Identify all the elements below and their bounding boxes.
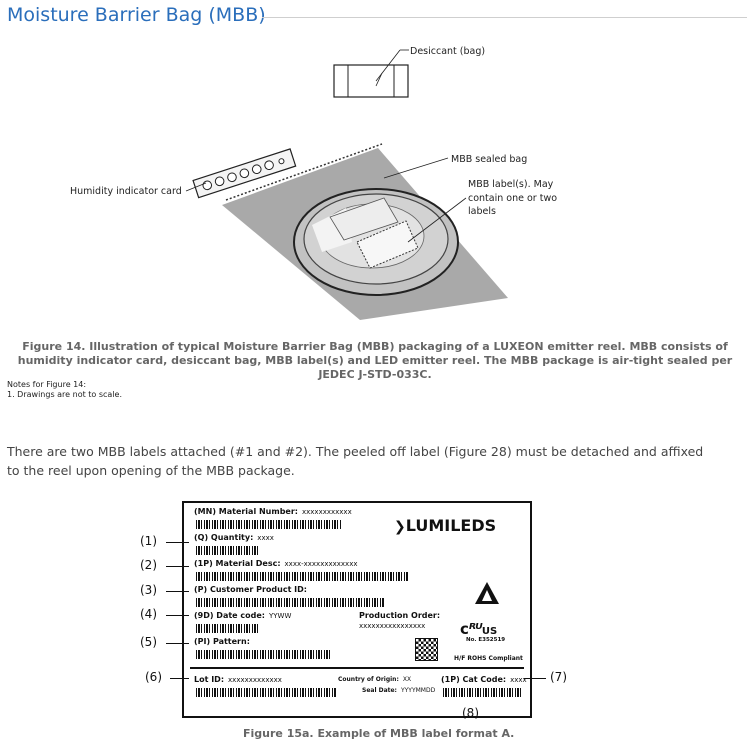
field-seal-date: Seal Date:YYYYMMDD [362, 687, 436, 694]
field-date-code: (9D) Date code:YYWW [194, 611, 292, 620]
field-pattern: (PI) Pattern: [194, 637, 250, 646]
barcode-quantity [196, 546, 258, 555]
callout-humidity-card: Humidity indicator card [70, 186, 182, 197]
barcode-material-number [196, 520, 342, 529]
field-material-desc: (1P) Material Desc:xxxx-xxxxxxxxxxxxx [194, 559, 358, 568]
leader-6 [170, 678, 189, 679]
callout-8: (8) [462, 706, 479, 720]
brand-swoosh-icon: ❯ [394, 519, 406, 535]
page-title: Moisture Barrier Bag (MBB) [7, 4, 266, 26]
title-rule [262, 17, 747, 18]
label-divider [190, 667, 524, 669]
field-country-origin: Country of Origin:XX [338, 676, 412, 683]
callout-sealed-bag: MBB sealed bag [451, 154, 527, 165]
callout-3: (3) [140, 583, 157, 597]
leader-2 [166, 566, 189, 567]
barcode-pattern [196, 650, 332, 659]
callout-1: (1) [140, 534, 157, 548]
leader-1 [166, 542, 189, 543]
barcode-customer-product-id [196, 598, 384, 607]
brand-logo: ❯LUMILEDS [394, 516, 497, 535]
notes-item: 1. Drawings are not to scale. [7, 390, 123, 399]
body-paragraph: There are two MBB labels attached (#1 an… [7, 444, 704, 478]
mbb-label-box: (MN) Material Number:xxxxxxxxxxxx (Q) Qu… [182, 501, 532, 718]
barcode-material-desc [196, 572, 408, 581]
ul-logo-icon: ᴿᵁ [468, 620, 483, 638]
barcode-lot-id [196, 688, 336, 697]
callout-labels-line3: labels [468, 206, 496, 217]
figure-15a-label: (MN) Material Number:xxxxxxxxxxxx (Q) Qu… [140, 496, 600, 720]
callout-2: (2) [140, 558, 157, 572]
field-material-number: (MN) Material Number:xxxxxxxxxxxx [194, 507, 352, 516]
qr-code [415, 638, 438, 661]
humidity-indicator-card [192, 148, 297, 199]
callout-6: (6) [145, 670, 162, 684]
field-production-order: Production Order: [359, 611, 441, 620]
callout-labels-line2: contain one or two [468, 193, 557, 204]
callout-labels-line1: MBB label(s). May [468, 179, 554, 190]
field-production-order-value: xxxxxxxxxxxxxxxx [359, 622, 426, 630]
field-lot-id: Lot ID:xxxxxxxxxxxxx [194, 675, 282, 684]
callout-5: (5) [140, 635, 157, 649]
barcode-date-code [196, 624, 258, 633]
leader-5 [166, 643, 189, 644]
esd-warning-icon [475, 582, 499, 604]
mbb-label-1 [329, 197, 399, 241]
ul-number: No. E352519 [466, 637, 506, 643]
ul-mark: cᴿᵁUS [460, 620, 498, 638]
figure-14: Desiccant (bag) MBB sealed bag MBB label… [0, 30, 747, 340]
field-quantity: (Q) Quantity:xxxx [194, 533, 274, 542]
leader-3 [166, 591, 189, 592]
barcode-cat-code [443, 688, 523, 697]
figure-14-caption: Figure 14. Illustration of typical Moist… [17, 340, 733, 381]
rohs-text: H/F ROHS Compliant [454, 655, 523, 662]
notes-title: Notes for Figure 14: [7, 380, 87, 389]
callout-desiccant: Desiccant (bag) [410, 46, 485, 57]
field-cat-code: (1P) Cat Code:xxxx [441, 675, 527, 684]
field-customer-product-id: (P) Customer Product ID: [194, 585, 307, 594]
leader-4 [166, 615, 189, 616]
callout-4: (4) [140, 607, 157, 621]
leader-7 [524, 678, 546, 679]
callout-7: (7) [550, 670, 567, 684]
mbb-label-2 [356, 220, 419, 269]
desiccant-bag [333, 64, 409, 98]
figure-15a-caption: Figure 15a. Example of MBB label format … [243, 727, 515, 740]
